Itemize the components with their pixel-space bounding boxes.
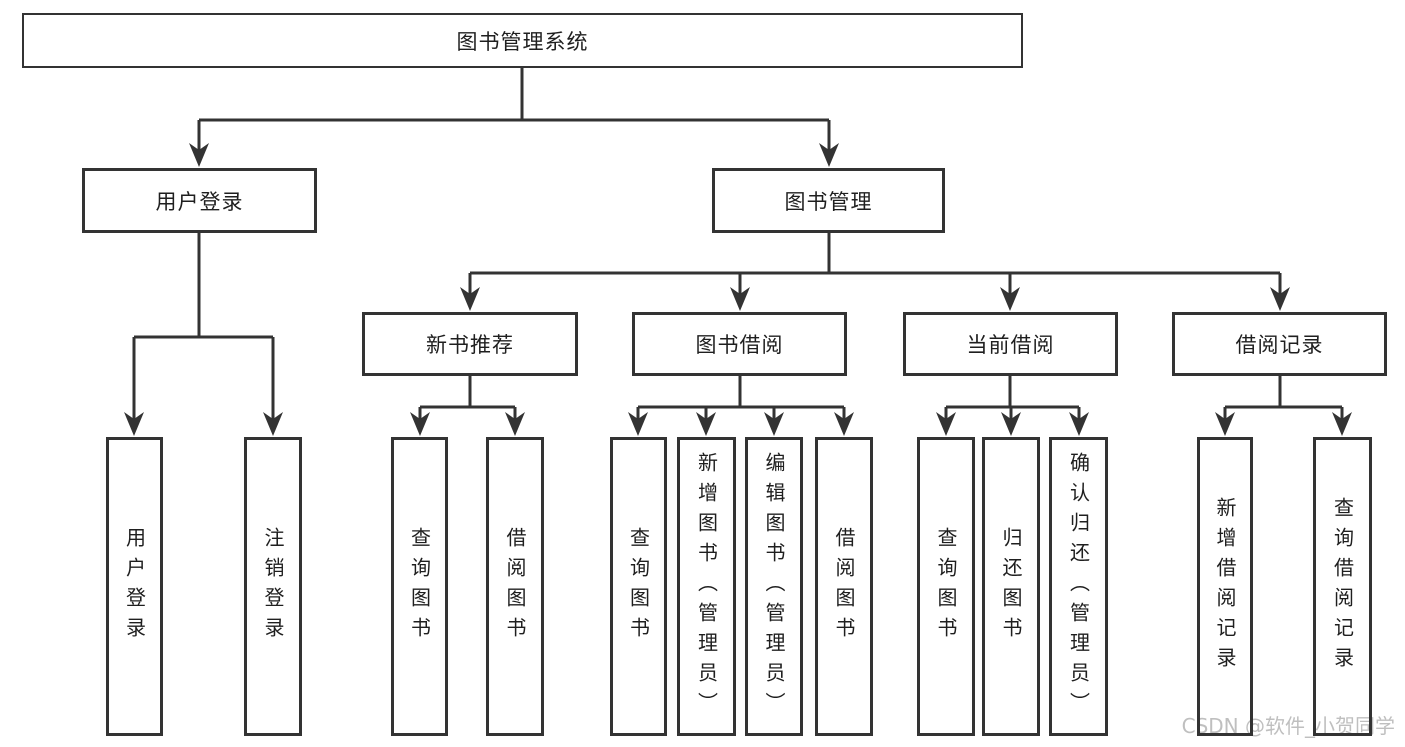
leaf-label: 借阅图书: [832, 526, 856, 647]
leaf-label: 归还图书: [999, 526, 1023, 647]
leaf-label: 新增借阅记录: [1213, 496, 1237, 677]
leaf-add-books-admin: 新增图书（管理员）: [677, 437, 736, 736]
leaf-add-borrow-record: 新增借阅记录: [1197, 437, 1253, 736]
node-library-management-system: 图书管理系统: [22, 13, 1023, 68]
leaf-logout: 注销登录: [244, 437, 302, 736]
leaf-label: 借阅图书: [503, 526, 527, 647]
csdn-watermark: CSDN @软件_小贺同学: [1181, 714, 1395, 738]
node-new-book-recommend: 新书推荐: [362, 312, 578, 376]
leaf-return-books: 归还图书: [982, 437, 1040, 736]
node-label: 新书推荐: [426, 333, 514, 357]
leaf-label: 编辑图书（管理员）: [762, 451, 786, 722]
arrow-down-icons: [124, 143, 1352, 436]
node-user-login: 用户登录: [82, 168, 317, 233]
leaf-borrow-books: 借阅图书: [815, 437, 873, 736]
connector-paths: [132, 67, 1344, 419]
leaf-label: 确认归还（管理员）: [1066, 451, 1091, 722]
node-label: 借阅记录: [1235, 333, 1324, 357]
node-book-borrow: 图书借阅: [632, 312, 847, 376]
leaf-query-books: 查询图书: [391, 437, 448, 736]
leaf-label: 查询借阅记录: [1330, 496, 1355, 677]
leaf-label: 用户登录: [122, 526, 147, 647]
node-book-management: 图书管理: [712, 168, 945, 233]
leaf-borrow-books: 借阅图书: [486, 437, 544, 736]
leaf-confirm-return-admin: 确认归还（管理员）: [1049, 437, 1108, 736]
leaf-query-borrow-record: 查询借阅记录: [1313, 437, 1372, 736]
leaf-edit-books-admin: 编辑图书（管理员）: [745, 437, 803, 736]
leaf-label: 查询图书: [407, 526, 432, 647]
leaf-label: 新增图书（管理员）: [694, 451, 719, 722]
leaf-query-books: 查询图书: [610, 437, 667, 736]
node-label: 图书管理系统: [456, 29, 589, 54]
leaf-user-login: 用户登录: [106, 437, 163, 736]
node-label: 图书管理: [784, 189, 873, 214]
leaf-query-books: 查询图书: [917, 437, 975, 736]
node-label: 当前借阅: [966, 333, 1055, 357]
node-borrow-records: 借阅记录: [1172, 312, 1387, 376]
node-current-borrow: 当前借阅: [903, 312, 1118, 376]
leaf-label: 注销登录: [261, 526, 285, 647]
node-label: 用户登录: [155, 189, 244, 214]
node-label: 图书借阅: [695, 333, 784, 357]
leaf-label: 查询图书: [626, 526, 651, 647]
leaf-label: 查询图书: [934, 526, 958, 647]
